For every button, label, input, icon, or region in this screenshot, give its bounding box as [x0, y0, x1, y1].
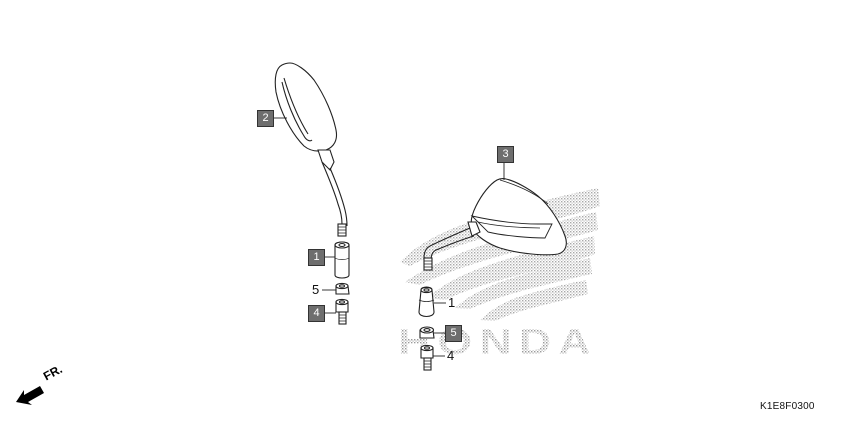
callout-5-left: 5	[312, 282, 320, 297]
left-leader-lines	[273, 117, 336, 314]
callout-1-left: 1	[308, 249, 325, 266]
figure-code: K1E8F0300	[760, 401, 815, 412]
left-boot-illustration	[334, 241, 350, 279]
left-mirror-illustration	[274, 62, 348, 237]
callout-2: 2	[257, 110, 274, 127]
front-direction-arrow-icon	[16, 386, 44, 405]
right-mirror-illustration	[423, 178, 567, 271]
callout-4-left: 4	[308, 305, 325, 322]
left-nut-illustration	[335, 282, 350, 295]
callout-5-right: 5	[445, 325, 462, 342]
right-bolt-illustration	[420, 344, 434, 371]
right-nut-illustration	[419, 326, 435, 339]
right-leader-lines	[433, 163, 505, 357]
callout-1-right: 1	[448, 295, 456, 310]
callout-4-right: 4	[447, 348, 455, 363]
callout-3: 3	[497, 146, 514, 163]
right-boot-illustration	[418, 286, 435, 318]
left-bolt-illustration	[335, 298, 349, 325]
